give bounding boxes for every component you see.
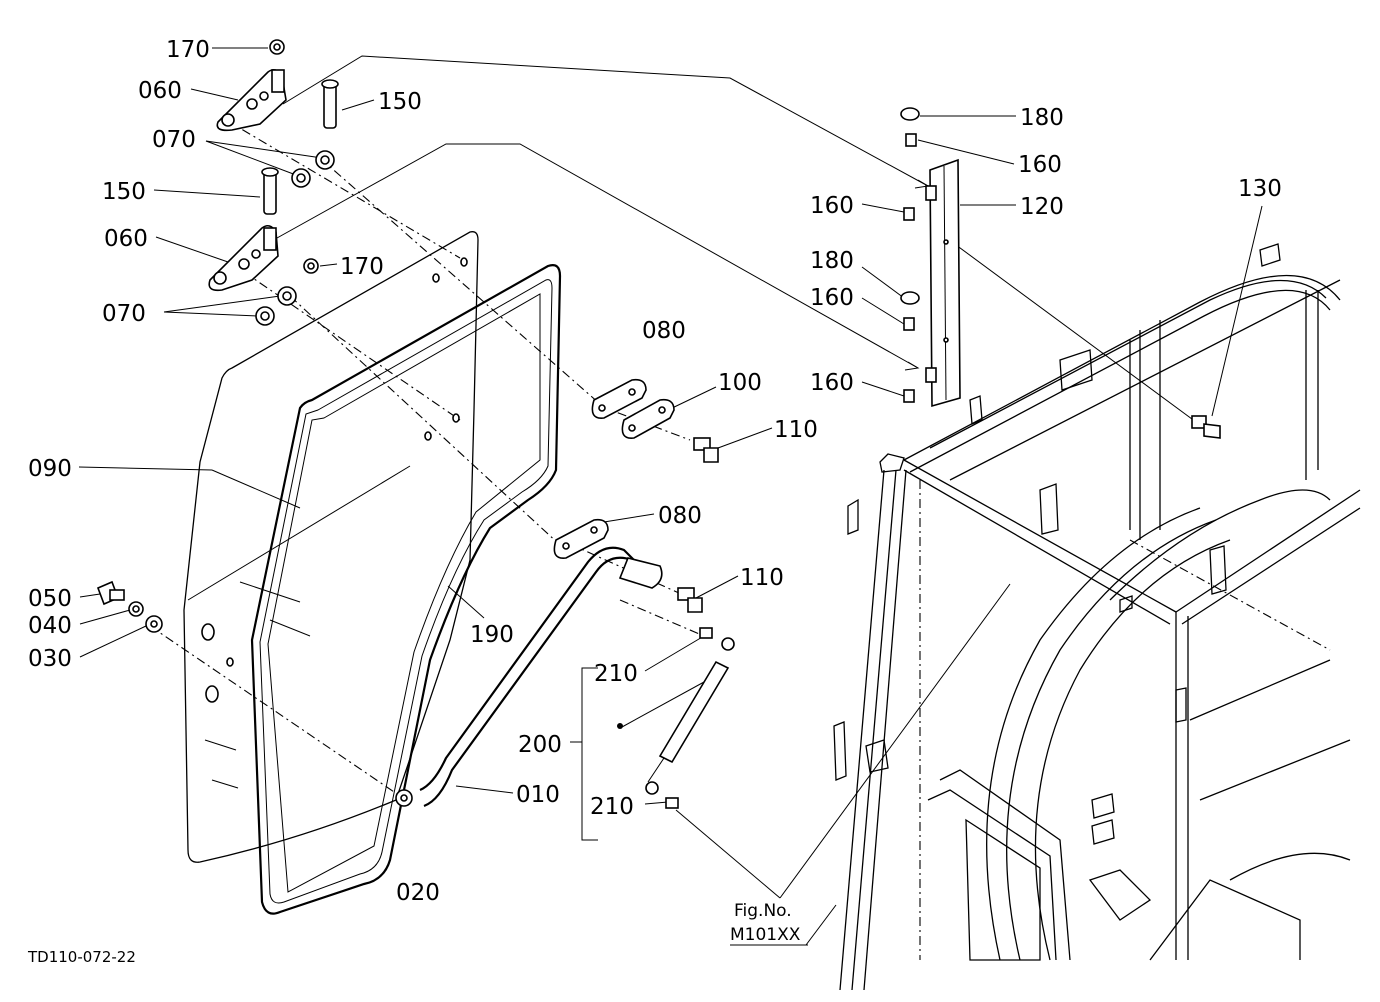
frame-bolt: [1191, 415, 1221, 439]
door-handle: [395, 546, 663, 808]
door-glass-panel: [183, 231, 479, 863]
callout-070: 070: [102, 301, 146, 327]
callout-110: 110: [774, 417, 818, 443]
panel-bolts: [96, 580, 163, 633]
callout-040: 040: [28, 613, 72, 639]
callout-160: 160: [810, 285, 854, 311]
callout-110: 110: [740, 565, 784, 591]
callout-210: 210: [590, 794, 634, 820]
leader-lines: [78, 47, 1263, 946]
door-rail: [900, 107, 961, 408]
callout-180: 180: [810, 248, 854, 274]
callout-060: 060: [138, 78, 182, 104]
figure-ref-number: M101XX: [730, 925, 801, 945]
plate-bolts: [677, 437, 719, 613]
callout-070: 070: [152, 127, 196, 153]
callout-160: 160: [810, 370, 854, 396]
callout-080: 080: [642, 318, 686, 344]
callout-130: 130: [1238, 176, 1282, 202]
gas-strut: [617, 627, 735, 809]
center-lines: [149, 119, 705, 797]
callout-190: 190: [470, 622, 514, 648]
drawing-code: TD110-072-22: [27, 948, 136, 966]
callout-160: 160: [810, 193, 854, 219]
callout-160: 160: [1018, 152, 1062, 178]
hinge-upper: [216, 68, 287, 132]
callout-080: 080: [658, 503, 702, 529]
hinge-pins: [261, 79, 339, 215]
callout-150: 150: [102, 179, 146, 205]
callout-120: 120: [1020, 194, 1064, 220]
plates: [553, 378, 675, 559]
callout-020: 020: [396, 880, 440, 906]
callout-010: 010: [516, 782, 560, 808]
hinge-lower: [208, 224, 279, 292]
callout-050: 050: [28, 586, 72, 612]
callout-150: 150: [378, 89, 422, 115]
weatherstrip-seal: [250, 264, 562, 915]
callout-090: 090: [28, 456, 72, 482]
callout-030: 030: [28, 646, 72, 672]
callout-060: 060: [104, 226, 148, 252]
callout-170: 170: [166, 37, 210, 63]
callout-labels: 170 060 070 150 150 060 170 070 090 050 …: [28, 37, 1282, 906]
callout-170: 170: [340, 254, 384, 280]
callout-200: 200: [518, 732, 562, 758]
figure-ref-label: Fig.No.: [734, 901, 792, 921]
callout-100: 100: [718, 370, 762, 396]
cab-frame: [833, 243, 1361, 991]
callout-210: 210: [594, 661, 638, 687]
callout-180: 180: [1020, 105, 1064, 131]
washers: [255, 39, 335, 326]
